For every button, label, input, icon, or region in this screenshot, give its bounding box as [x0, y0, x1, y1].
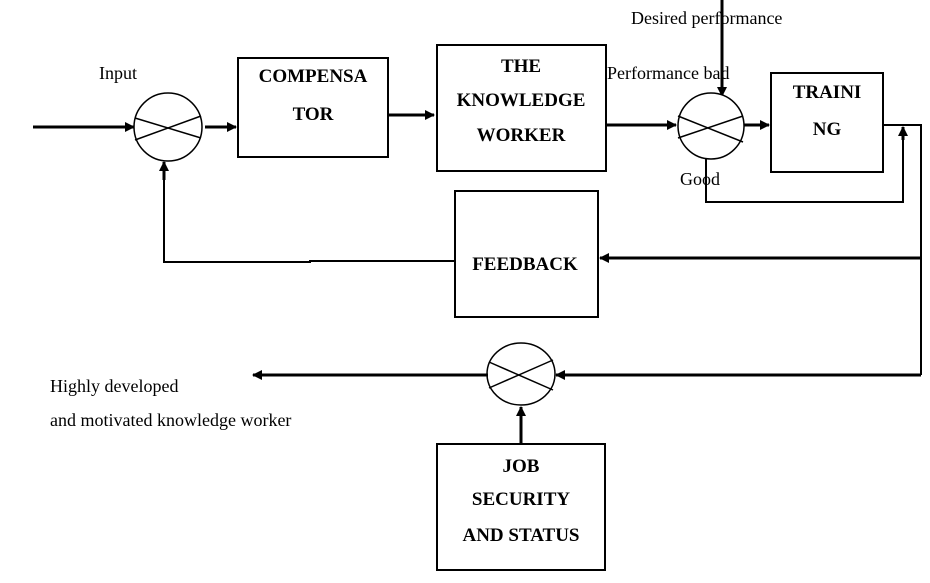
job-security-label-line1: JOB [503, 456, 540, 477]
feedback-label: FEEDBACK [472, 254, 578, 275]
training-label-line1: TRAINI [793, 82, 862, 103]
job-security-label-line2: SECURITY [472, 489, 570, 510]
performance-bad-label: Performance bad [607, 63, 729, 83]
performance-comparator [677, 92, 745, 160]
training-label-line2: NG [813, 119, 842, 140]
compensator-label-line2: TOR [293, 104, 334, 125]
feedback-block: FEEDBACK [454, 190, 599, 318]
output-label-line2: and motivated knowledge worker [50, 410, 291, 430]
feedback-return-line [163, 162, 455, 263]
input-junction [133, 92, 203, 162]
training-output-line [883, 124, 922, 375]
worker-label-line1: THE [501, 56, 541, 77]
worker-label-line3: WORKER [477, 125, 566, 146]
input-label: Input [99, 63, 137, 83]
good-path-line [705, 128, 904, 203]
knowledge-worker-block: THE KNOWLEDGE WORKER [436, 44, 607, 172]
good-label: Good [680, 169, 720, 189]
worker-label-line2: KNOWLEDGE [457, 90, 586, 111]
compensator-label-line1: COMPENSA [259, 66, 368, 87]
training-block: TRAINI NG [770, 72, 884, 173]
job-security-block: JOB SECURITY AND STATUS [436, 443, 606, 571]
desired-performance-label: Desired performance [631, 8, 782, 28]
output-label-line1: Highly developed [50, 376, 178, 396]
job-security-label-line3: AND STATUS [462, 525, 579, 546]
compensator-block: COMPENSA TOR [237, 57, 389, 158]
output-junction [486, 342, 556, 406]
